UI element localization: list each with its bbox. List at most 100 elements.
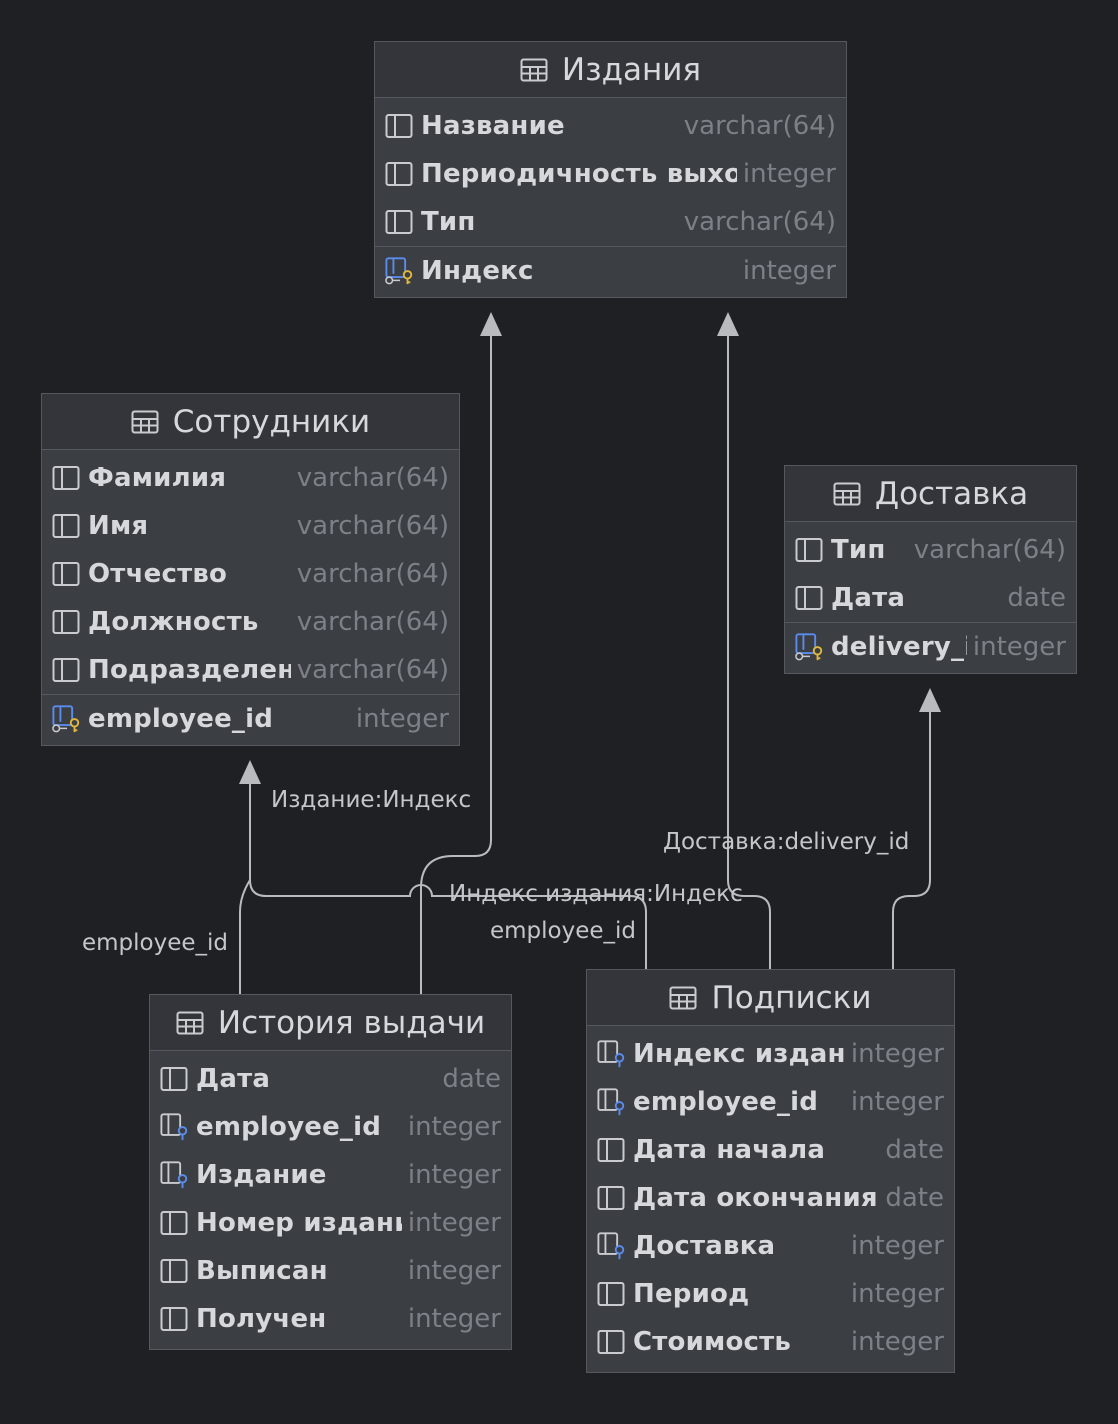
table-header[interactable]: Издания bbox=[375, 42, 846, 98]
column-icon bbox=[385, 161, 415, 187]
column-type: integer bbox=[972, 632, 1066, 662]
column-icon bbox=[385, 209, 415, 235]
table-icon bbox=[176, 1011, 204, 1035]
column-name: Период bbox=[633, 1279, 750, 1309]
edge-label-employee-left: employee_id bbox=[82, 930, 229, 956]
column-row[interactable]: Периодичность выходаinteger bbox=[375, 150, 846, 198]
column-icon bbox=[597, 1281, 627, 1307]
column-type: integer bbox=[850, 1087, 944, 1117]
column-name: Номер издания bbox=[196, 1208, 402, 1238]
column-name: Периодичность выхода bbox=[421, 159, 737, 189]
columns-list: Индекс изданияintegeremployee_idintegerД… bbox=[587, 1026, 954, 1372]
column-type: varchar(64) bbox=[296, 655, 449, 685]
table-header[interactable]: Сотрудники bbox=[42, 394, 459, 450]
column-name: Издание bbox=[196, 1160, 327, 1190]
column-type: integer bbox=[850, 1231, 944, 1261]
arrowhead-dostavka bbox=[919, 688, 941, 712]
column-type: varchar(64) bbox=[296, 559, 449, 589]
column-name: delivery_id bbox=[831, 632, 967, 662]
column-icon bbox=[160, 1258, 190, 1284]
column-type: varchar(64) bbox=[683, 111, 836, 141]
table-title: Издания bbox=[561, 51, 702, 88]
column-name: Индекс издания bbox=[633, 1039, 845, 1069]
column-type: integer bbox=[407, 1208, 501, 1238]
keys-divider bbox=[785, 622, 1076, 623]
column-row[interactable]: Выписан integer bbox=[150, 1247, 511, 1295]
column-row[interactable]: Номер изданияinteger bbox=[150, 1199, 511, 1247]
column-name: Тип bbox=[831, 535, 886, 565]
arrowhead-sotrudniki bbox=[239, 760, 261, 784]
edge-label-index-izdaniya: Индекс издания:Индекс bbox=[449, 881, 743, 907]
column-type: integer bbox=[407, 1160, 501, 1190]
column-name: Стоимость bbox=[633, 1327, 792, 1357]
column-row[interactable]: Индекс изданияinteger bbox=[587, 1030, 954, 1078]
column-name: Дата bbox=[196, 1064, 271, 1094]
column-name: Подразделение bbox=[88, 655, 291, 685]
column-type: integer bbox=[742, 256, 836, 286]
primary-key-icon bbox=[52, 704, 82, 734]
column-type: varchar(64) bbox=[296, 463, 449, 493]
column-type: integer bbox=[407, 1304, 501, 1334]
column-icon bbox=[160, 1066, 190, 1092]
column-type: varchar(64) bbox=[296, 607, 449, 637]
foreign-key-icon bbox=[160, 1112, 190, 1142]
column-icon bbox=[597, 1185, 627, 1211]
keys-divider bbox=[375, 246, 846, 247]
column-type: integer bbox=[742, 159, 836, 189]
primary-key-icon bbox=[795, 632, 825, 662]
column-row[interactable]: Издание integer bbox=[150, 1151, 511, 1199]
column-icon bbox=[795, 537, 825, 563]
edge-istoriya-sotrudniki bbox=[239, 784, 251, 994]
column-name: Получен bbox=[196, 1304, 327, 1334]
column-row[interactable]: Получен integer bbox=[150, 1295, 511, 1343]
table-icon bbox=[833, 482, 861, 506]
arrowheads bbox=[239, 312, 941, 784]
column-icon bbox=[597, 1137, 627, 1163]
column-icon bbox=[52, 465, 82, 491]
column-type: date bbox=[1007, 583, 1066, 613]
column-name: Выписан bbox=[196, 1256, 328, 1286]
table-header[interactable]: Доставка bbox=[785, 466, 1076, 522]
table-title: Подписки bbox=[711, 979, 872, 1016]
column-type: integer bbox=[407, 1256, 501, 1286]
primary-key-icon bbox=[385, 256, 415, 286]
column-type: varchar(64) bbox=[683, 207, 836, 237]
column-icon bbox=[52, 513, 82, 539]
table-title: История выдачи bbox=[217, 1004, 486, 1041]
column-name: Дата окончания bbox=[633, 1183, 878, 1213]
column-type: date bbox=[885, 1135, 944, 1165]
table-header[interactable]: Подписки bbox=[587, 970, 954, 1026]
column-row[interactable]: Подразделениеvarchar(64) bbox=[42, 646, 459, 694]
table-header[interactable]: История выдачи bbox=[150, 995, 511, 1051]
